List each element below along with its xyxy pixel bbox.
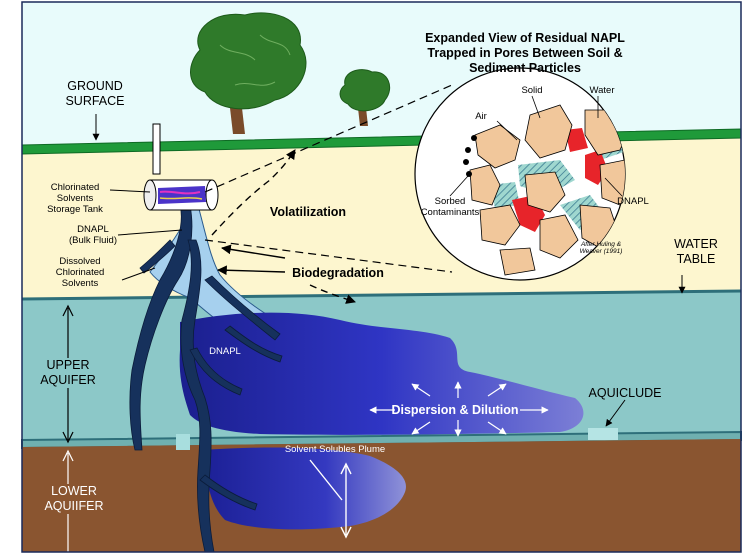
- dispersion-arrows: [369, 381, 549, 437]
- biodegradation-arrows: [217, 244, 356, 304]
- water-table-line: [21, 289, 742, 301]
- biodegradation-label: Biodegradation: [292, 266, 384, 280]
- inset-water-label: Water: [589, 85, 615, 96]
- inset-air-label: Air: [475, 111, 487, 122]
- aquiclude-gap: [176, 434, 190, 450]
- inset-solid-label: Solid: [521, 85, 543, 96]
- frame: [21, 1, 742, 553]
- aquiclude-gap: [588, 428, 618, 440]
- inset-credit: After Huling & Weaver (1991): [579, 241, 623, 255]
- water-table-label: WATER TABLE: [674, 237, 718, 266]
- plume-arrows: [309, 459, 352, 539]
- upper-aquifer-label: UPPER AQUIFER: [30, 358, 106, 388]
- dnapl-bulk-label: DNAPL (Bulk Fluid): [68, 224, 118, 246]
- dissolved-label: Dissolved Chlorinated Solvents: [55, 256, 105, 289]
- tree-large: [190, 12, 307, 134]
- dnapl-fingers: [129, 204, 283, 553]
- tree-small: [339, 69, 390, 126]
- aquiclude-label: AQUICLUDE: [588, 386, 662, 400]
- inset-leaders: [204, 84, 453, 273]
- solvent-plume: [205, 447, 406, 530]
- inset-dnapl-label: DNAPL: [617, 196, 649, 207]
- storage-tank-label: Chlorinated Solvents Storage Tank: [47, 182, 103, 215]
- inset-sorbed-label: Sorbed Contaminants: [420, 196, 480, 218]
- left-pointers: [92, 114, 686, 427]
- volatilization-label: Volatilization: [269, 205, 347, 219]
- dnapl-pool: [179, 312, 584, 435]
- inset-circle: [414, 67, 626, 281]
- solvent-plume-label: Solvent Solubles Plume: [284, 444, 386, 455]
- lower-aquifer-label: LOWER AQUIIFER: [30, 484, 118, 514]
- dispersion-label: Dispersion & Dilution: [391, 403, 519, 417]
- ground-surface-label: GROUND SURFACE: [65, 79, 125, 108]
- storage-tank: [143, 123, 219, 211]
- dnapl-pool-label: DNAPL: [209, 346, 241, 357]
- inset-title: Expanded View of Residual NAPL Trapped i…: [425, 31, 625, 75]
